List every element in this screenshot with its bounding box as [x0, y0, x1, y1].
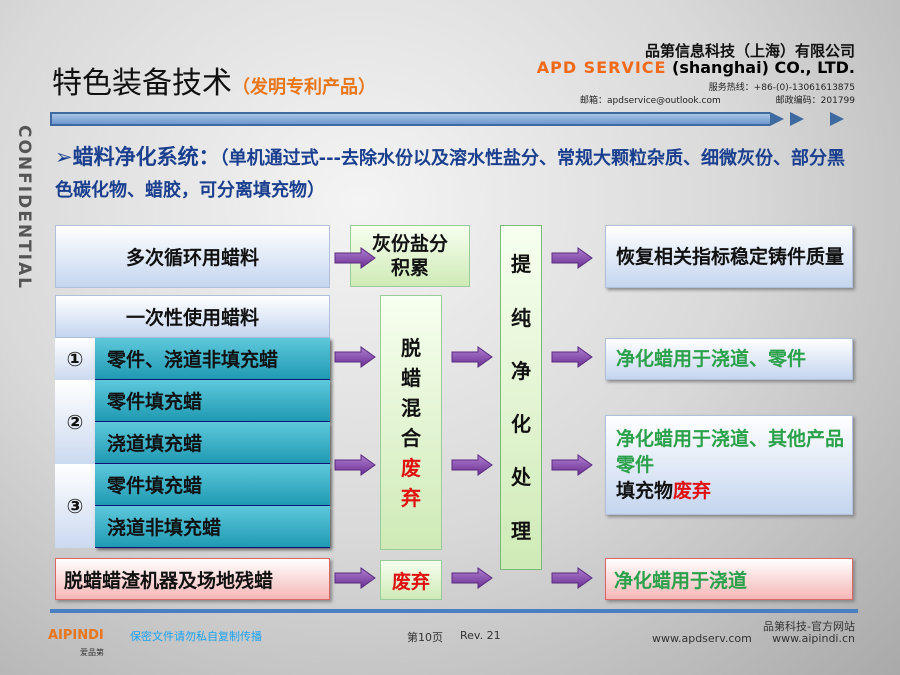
arrow-icon	[551, 346, 593, 368]
result-restore: 恢复相关指标稳定铸件质量	[605, 225, 853, 288]
section-heading: ➢蜡料净化系统：（单机通过式---去除水份以及溶水性盐分、常规大颗粒杂质、细微灰…	[55, 142, 855, 206]
logo: AIPINDI	[48, 628, 104, 643]
wax-row: 零件填充蜡	[95, 380, 330, 422]
company-cn: 品第信息科技（上海）有限公司	[644, 42, 855, 60]
page-title: 特色装备技术（发明专利产品）	[52, 58, 376, 102]
company-en: APD SERVICE (shanghai) CO., LTD.	[537, 58, 855, 77]
char: 纯	[511, 305, 531, 330]
result-runner-wax: 净化蜡用于浇道	[605, 558, 853, 600]
char: 提	[511, 252, 531, 277]
company-en-rest: (shanghai) CO., LTD.	[672, 58, 855, 77]
zip-code: 邮政编码：201799	[775, 96, 855, 106]
url-aipindi[interactable]: www.aipindi.cn	[772, 632, 855, 645]
arrow-icon	[451, 567, 493, 589]
footer-line	[50, 609, 858, 613]
chevron-icon	[830, 112, 844, 126]
email: 邮箱：apdservice@outlook.com	[580, 96, 721, 106]
site-title: 品第科技-官方网站	[763, 620, 855, 633]
arrow-icon	[334, 247, 376, 269]
arrow-icon	[551, 454, 593, 476]
arrow-icon	[551, 567, 593, 589]
title-text: 特色装备技术	[52, 66, 232, 101]
heading-detail: （单机通过式---去除水份以及溶水性盐分、常规大颗粒杂质、细微灰份、部分黑色碳化…	[55, 148, 846, 201]
result-clean-wax: 净化蜡用于浇道、零件	[605, 338, 853, 380]
arrow-icon	[551, 247, 593, 269]
char: 混	[401, 395, 421, 420]
single-use-wax: 一次性使用蜡料	[55, 295, 330, 338]
chevron-icon	[790, 112, 804, 126]
hotline: 服务热线：+86-(0)-13061613875	[708, 83, 855, 93]
result-text: 净化蜡用于浇道、其他产品零件	[616, 428, 845, 476]
wax-row: 零件填充蜡	[95, 464, 330, 506]
char: 脱	[401, 335, 421, 360]
title-subtitle: （发明专利产品）	[232, 77, 376, 98]
arrow-icon	[451, 346, 493, 368]
mixed-waste-box: 脱蜡混合废弃	[380, 295, 442, 550]
char: 蜡	[401, 365, 421, 390]
multi-cycle-wax: 多次循环用蜡料	[55, 225, 330, 288]
arrow-icon	[451, 454, 493, 476]
char: 理	[511, 518, 531, 543]
heading-main: ➢蜡料净化系统：	[55, 145, 220, 169]
wax-row: 浇道非填充蜡	[95, 506, 330, 548]
char: 弃	[401, 485, 421, 510]
char: 废	[401, 455, 421, 480]
circle-3: ③	[55, 464, 95, 548]
arrow-icon	[334, 454, 376, 476]
char: 净	[511, 358, 531, 383]
char: 处	[511, 465, 531, 490]
filler-text: 填充物	[616, 480, 674, 502]
header-bar	[50, 112, 770, 126]
wax-row: 零件、浇道非填充蜡	[95, 338, 330, 380]
arrow-icon	[334, 346, 376, 368]
logo-cn: 爱品第	[80, 648, 104, 657]
purify-box: 提纯净化处理	[500, 225, 542, 570]
circle-2: ②	[55, 380, 95, 464]
arrow-icon	[334, 567, 376, 589]
residue-wax: 脱蜡蜡渣机器及场地残蜡	[55, 558, 330, 600]
revision: Rev. 21	[460, 629, 501, 642]
char: 化	[511, 412, 531, 437]
confidential-label: CONFIDENTIAL	[14, 125, 34, 290]
waste-box: 废弃	[380, 560, 442, 600]
circle-1: ①	[55, 338, 95, 380]
result-clean-wax-filler: 净化蜡用于浇道、其他产品零件填充物废弃	[605, 415, 853, 515]
url-apdserv[interactable]: www.apdserv.com	[652, 632, 752, 645]
brand: APD SERVICE	[536, 58, 667, 77]
wax-row: 浇道填充蜡	[95, 422, 330, 464]
waste-text: 废弃	[673, 480, 712, 502]
char: 合	[401, 425, 421, 450]
chevron-icon	[770, 112, 784, 126]
page-number: 第10页	[407, 631, 443, 644]
confidential-notice: 保密文件请勿私自复制传播	[130, 630, 262, 643]
